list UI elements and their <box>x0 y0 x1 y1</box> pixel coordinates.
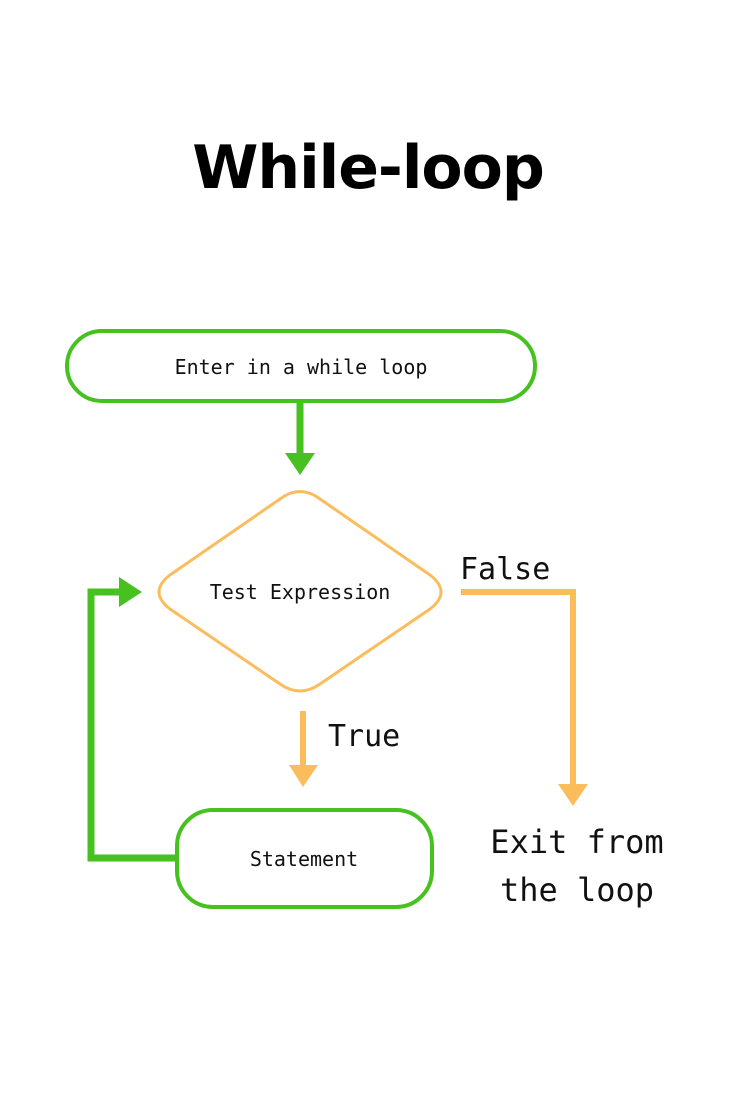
page-title: While-loop <box>192 133 545 203</box>
test-expression-label: Test Expression <box>210 580 391 604</box>
start-node: Enter in a while loop <box>65 329 537 403</box>
arrow-start-to-test <box>285 401 315 475</box>
arrow-true-branch <box>289 711 318 787</box>
statement-node: Statement <box>175 808 434 909</box>
exit-label-line-2: the loop <box>500 871 654 909</box>
arrow-loop-back <box>87 577 177 862</box>
arrow-false-branch <box>461 589 588 806</box>
test-expression-node: Test Expression <box>157 490 443 693</box>
false-label: False <box>460 552 550 587</box>
true-label: True <box>328 719 400 754</box>
start-node-label: Enter in a while loop <box>175 355 428 379</box>
exit-node: Exit from the loop <box>490 823 663 909</box>
statement-node-label: Statement <box>250 847 358 871</box>
exit-label-line-1: Exit from <box>490 823 663 861</box>
test-expression-shape <box>157 490 443 693</box>
